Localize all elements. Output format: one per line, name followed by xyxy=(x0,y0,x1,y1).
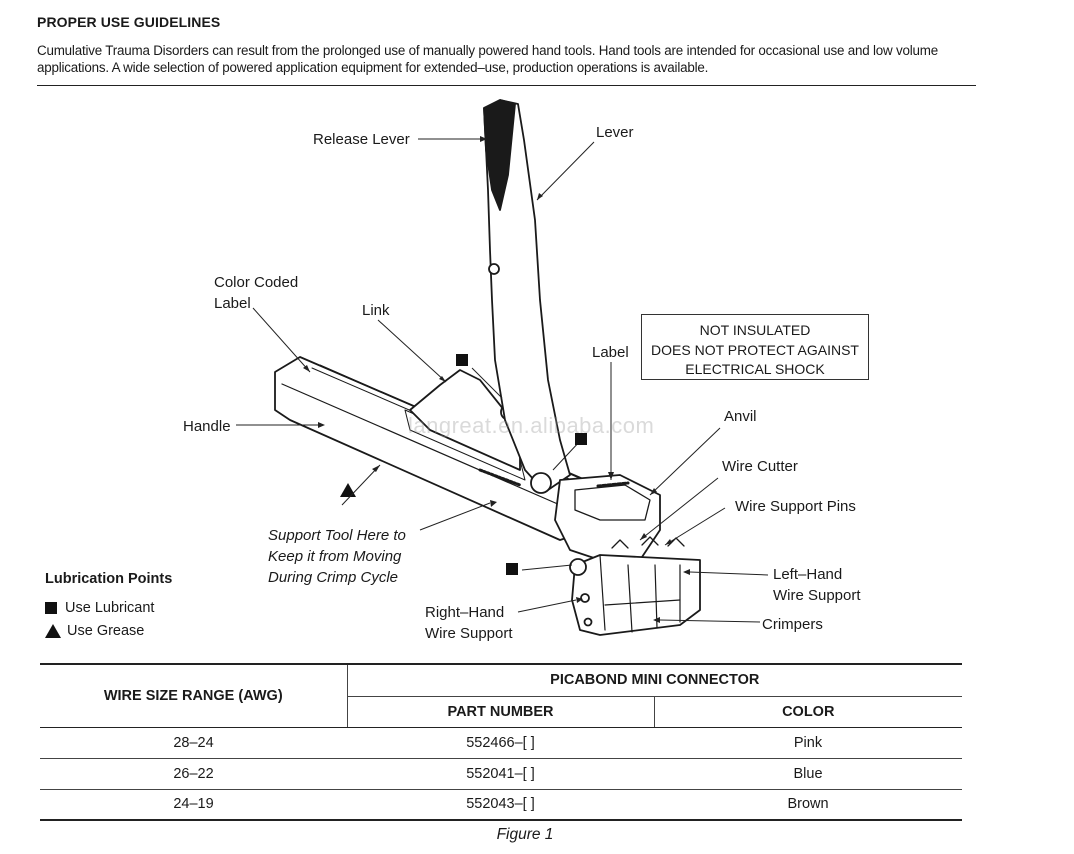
lubrication-title: Lubrication Points xyxy=(45,571,173,587)
header-part-number: PART NUMBER xyxy=(347,696,655,728)
callout-label: Label xyxy=(592,344,629,361)
cell-wire-size: 26–22 xyxy=(40,758,347,790)
square-icon xyxy=(45,602,57,614)
grease-marker xyxy=(340,483,356,497)
intro-paragraph: Cumulative Trauma Disorders can result f… xyxy=(37,42,997,76)
lubrication-item-grease: Use Grease xyxy=(45,623,144,639)
header-color: COLOR xyxy=(654,696,962,728)
intro-line-1: Cumulative Trauma Disorders can result f… xyxy=(37,43,938,58)
callout-lever: Lever xyxy=(596,124,634,141)
callout-color-coded-label-2: Label xyxy=(214,295,251,312)
callout-link: Link xyxy=(362,302,390,319)
cell-color: Pink xyxy=(654,727,962,759)
cell-color: Blue xyxy=(654,758,962,790)
link-plate xyxy=(409,369,521,471)
callout-right-hand-1: Right–Hand xyxy=(425,604,505,621)
callout-wire-cutter: Wire Cutter xyxy=(722,458,798,475)
callout-color-coded-label-1: Color Coded xyxy=(214,274,299,291)
cell-wire-size: 24–19 xyxy=(40,789,347,821)
lever-body xyxy=(483,99,571,493)
callout-support-note-3: During Crimp Cycle xyxy=(268,569,399,586)
warning-line-2: DOES NOT PROTECT AGAINST xyxy=(651,341,859,358)
lubrication-lubricant-label: Use Lubricant xyxy=(65,600,155,616)
lubricant-marker-lever xyxy=(575,433,587,445)
tool-head xyxy=(554,474,661,561)
table-row: 28–24 552466–[ ] Pink xyxy=(40,727,962,759)
figure-caption: Figure 1 xyxy=(496,826,554,843)
callout-handle: Handle xyxy=(183,418,231,435)
callout-support-note-1: Support Tool Here to xyxy=(268,527,406,544)
lubrication-grease-label: Use Grease xyxy=(67,623,145,639)
callout-release-lever: Release Lever xyxy=(313,131,410,148)
intro-line-2: applications. A wide selection of powere… xyxy=(37,60,709,75)
callout-anvil: Anvil xyxy=(724,408,757,425)
header-wire-size: WIRE SIZE RANGE (AWG) xyxy=(40,663,348,728)
lubricant-marker-link xyxy=(456,354,468,366)
callout-support-note-2: Keep it from Moving xyxy=(268,548,402,565)
callout-left-hand-2: Wire Support xyxy=(773,587,861,604)
callout-crimpers: Crimpers xyxy=(762,616,823,633)
warning-box: NOT INSULATED DOES NOT PROTECT AGAINST E… xyxy=(641,314,869,380)
callout-wire-support-pins: Wire Support Pins xyxy=(735,498,856,515)
lever-pivot xyxy=(530,472,552,494)
release-lever-grip xyxy=(483,99,516,211)
callout-left-hand-1: Left–Hand xyxy=(773,566,843,583)
callout-right-hand-2: Wire Support xyxy=(425,625,513,642)
lubricant-marker-head xyxy=(506,563,518,575)
table-row: 26–22 552041–[ ] Blue xyxy=(40,758,962,790)
section-heading: PROPER USE GUIDELINES xyxy=(37,14,221,30)
table-row: 24–19 552043–[ ] Brown xyxy=(40,789,962,821)
cell-part-number: 552466–[ ] xyxy=(347,727,654,759)
divider-rule xyxy=(37,85,976,86)
lubrication-item-lubricant: Use Lubricant xyxy=(45,600,154,616)
cell-part-number: 552041–[ ] xyxy=(347,758,654,790)
warning-line-1: NOT INSULATED xyxy=(699,322,811,338)
connector-table: WIRE SIZE RANGE (AWG) PICABOND MINI CONN… xyxy=(40,663,962,821)
header-picabond: PICABOND MINI CONNECTOR xyxy=(347,663,962,697)
cell-color: Brown xyxy=(654,789,962,821)
triangle-icon xyxy=(45,624,61,638)
warning-line-3: ELECTRICAL SHOCK xyxy=(685,361,825,377)
watermark-text: langreat.en.alibaba.com xyxy=(408,413,655,438)
cell-wire-size: 28–24 xyxy=(40,727,347,759)
cell-part-number: 552043–[ ] xyxy=(347,789,654,821)
